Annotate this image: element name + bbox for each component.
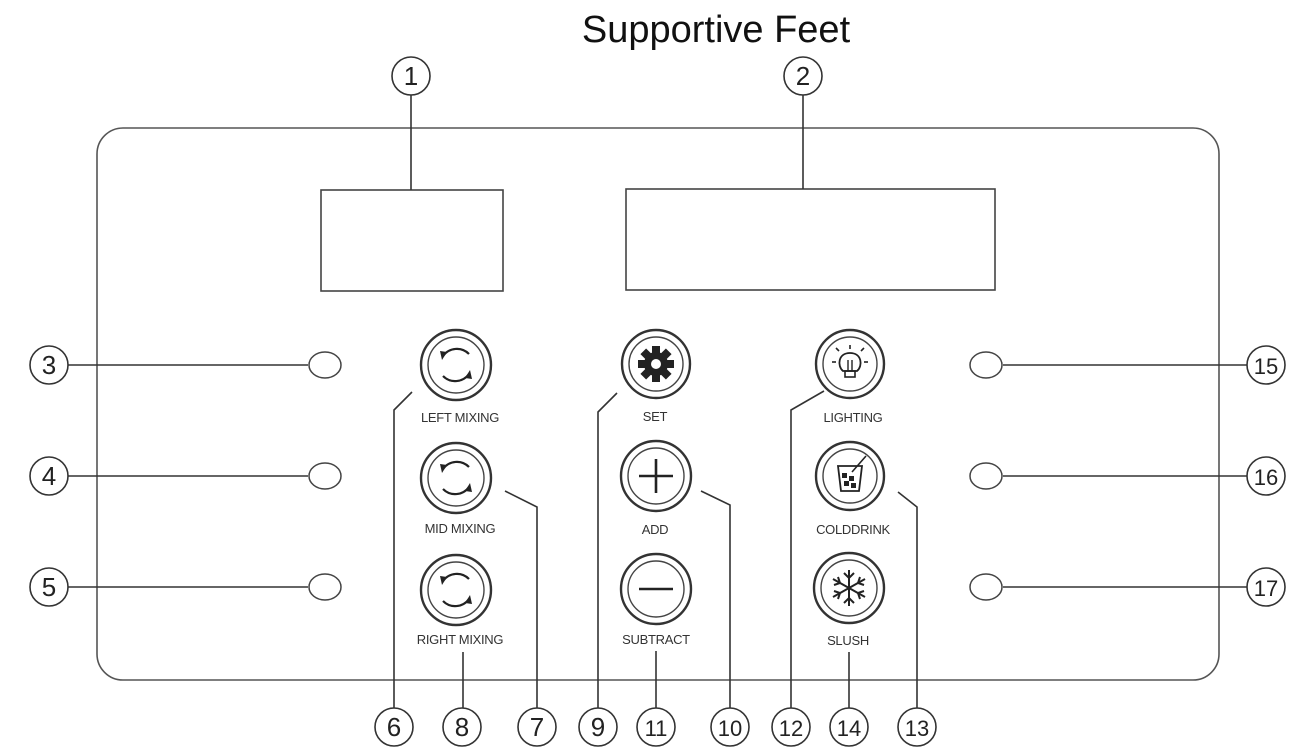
display-2 bbox=[625, 188, 996, 291]
colddrink-button[interactable] bbox=[814, 440, 886, 512]
slush-label: SLUSH bbox=[827, 633, 869, 648]
callout-14: 14 bbox=[829, 707, 869, 747]
leader-line-9 bbox=[597, 392, 618, 710]
subtract-button[interactable] bbox=[619, 552, 693, 626]
subtract-label: SUBTRACT bbox=[622, 632, 690, 647]
svg-text:15: 15 bbox=[1254, 354, 1278, 379]
callout-15: 15 bbox=[1246, 345, 1286, 385]
leader-line-13 bbox=[897, 491, 918, 710]
svg-text:17: 17 bbox=[1254, 576, 1278, 601]
svg-text:10: 10 bbox=[718, 716, 742, 741]
callout-12: 12 bbox=[771, 707, 811, 747]
slush-button[interactable] bbox=[812, 551, 886, 625]
add-button[interactable] bbox=[619, 439, 693, 513]
add-label: ADD bbox=[642, 522, 669, 537]
svg-text:4: 4 bbox=[42, 461, 56, 491]
leader-line-10 bbox=[700, 490, 731, 710]
svg-text:11: 11 bbox=[645, 716, 668, 741]
svg-text:16: 16 bbox=[1254, 465, 1278, 490]
callout-8: 8 bbox=[442, 707, 482, 747]
svg-text:7: 7 bbox=[530, 712, 544, 742]
indicator-light-17 bbox=[969, 573, 1003, 601]
callout-5: 5 bbox=[29, 567, 69, 607]
display-1 bbox=[320, 189, 504, 292]
colddrink-label: COLDDRINK bbox=[816, 522, 890, 537]
svg-text:3: 3 bbox=[42, 350, 56, 380]
callout-16: 16 bbox=[1246, 456, 1286, 496]
indicator-light-3 bbox=[308, 351, 342, 379]
svg-text:12: 12 bbox=[779, 716, 803, 741]
callout-10: 10 bbox=[710, 707, 750, 747]
leader-line-6 bbox=[393, 391, 413, 710]
rotate-arrows-icon bbox=[440, 572, 472, 608]
lighting-button[interactable] bbox=[814, 328, 886, 400]
callout-1: 1 bbox=[391, 56, 431, 96]
snowflake-icon bbox=[832, 570, 866, 606]
callout-4: 4 bbox=[29, 456, 69, 496]
left-mixing-button[interactable] bbox=[419, 328, 493, 402]
light-bulb-icon bbox=[832, 345, 868, 378]
svg-text:14: 14 bbox=[837, 716, 861, 741]
callout-7: 7 bbox=[517, 707, 557, 747]
callout-6: 6 bbox=[374, 707, 414, 747]
callout-11: 11 bbox=[636, 707, 676, 747]
svg-text:6: 6 bbox=[387, 712, 401, 742]
cold-drink-icon bbox=[836, 455, 867, 492]
set-button[interactable] bbox=[620, 328, 692, 400]
svg-text:9: 9 bbox=[591, 712, 605, 742]
left-mixing-label: LEFT MIXING bbox=[421, 410, 499, 425]
callout-2: 2 bbox=[783, 56, 823, 96]
indicator-light-16 bbox=[969, 462, 1003, 490]
indicator-light-4 bbox=[308, 462, 342, 490]
indicator-light-5 bbox=[308, 573, 342, 601]
lighting-label: LIGHTING bbox=[824, 410, 883, 425]
right-mixing-label: RIGHT MIXING bbox=[417, 632, 504, 647]
svg-text:8: 8 bbox=[455, 712, 469, 742]
rotate-arrows-icon bbox=[440, 347, 472, 383]
svg-text:1: 1 bbox=[404, 61, 418, 91]
plus-icon bbox=[639, 459, 673, 493]
callout-3: 3 bbox=[29, 345, 69, 385]
indicator-light-15 bbox=[969, 351, 1003, 379]
mid-mixing-button[interactable] bbox=[419, 441, 493, 515]
leader-line-7 bbox=[504, 490, 538, 710]
svg-text:5: 5 bbox=[42, 572, 56, 602]
svg-text:2: 2 bbox=[796, 61, 810, 91]
leader-line-12 bbox=[790, 390, 825, 710]
callout-13: 13 bbox=[897, 707, 937, 747]
gear-icon bbox=[638, 346, 674, 382]
mid-mixing-label: MID MIXING bbox=[425, 521, 496, 536]
right-mixing-button[interactable] bbox=[419, 553, 493, 627]
callout-9: 9 bbox=[578, 707, 618, 747]
svg-text:13: 13 bbox=[905, 716, 929, 741]
set-label: SET bbox=[643, 409, 668, 424]
diagram-title: Supportive Feet bbox=[582, 9, 851, 51]
rotate-arrows-icon bbox=[440, 460, 472, 496]
callout-17: 17 bbox=[1246, 567, 1286, 607]
